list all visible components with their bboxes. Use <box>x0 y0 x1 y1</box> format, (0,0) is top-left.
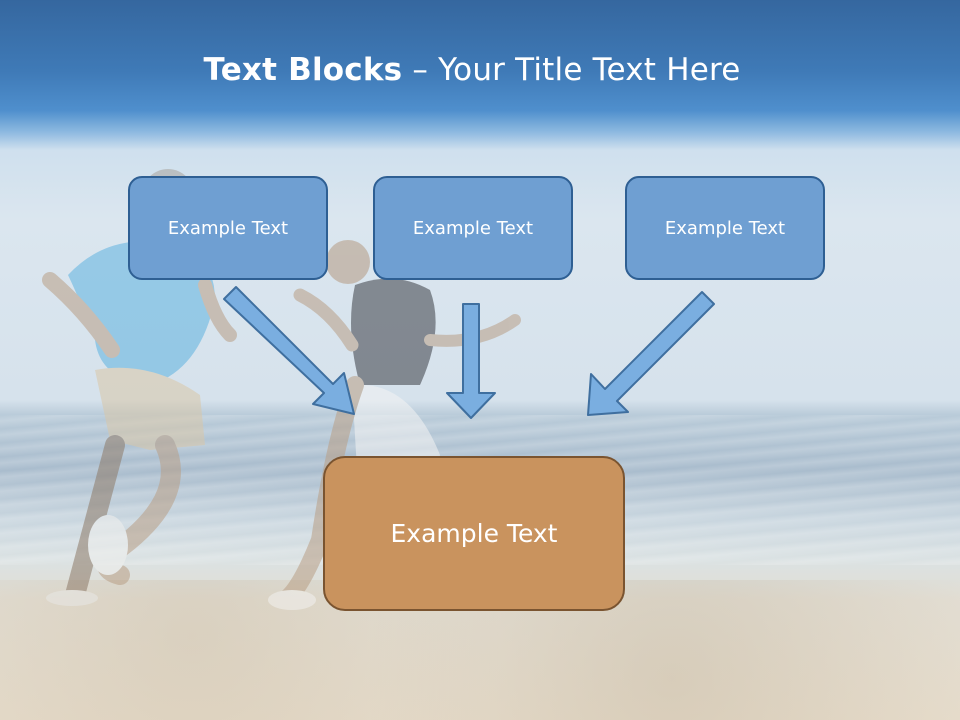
text-block-center: Example Text <box>373 176 573 280</box>
text-block-right: Example Text <box>625 176 825 280</box>
text-block-right-label: Example Text <box>664 217 786 239</box>
title-rest: Your Title Text Here <box>438 52 741 88</box>
slide-title: Text Blocks – Your Title Text Here <box>0 52 944 88</box>
target-block: Example Text <box>323 456 625 611</box>
target-block-label: Example Text <box>390 519 558 548</box>
text-block-left-label: Example Text <box>167 217 289 239</box>
text-block-left: Example Text <box>128 176 328 280</box>
arrow-right-down-left-icon <box>587 291 715 416</box>
title-bold: Text Blocks <box>203 52 403 88</box>
arrow-down-icon <box>446 303 496 419</box>
title-dash: – <box>402 52 439 88</box>
arrow-left-down-right-icon <box>223 286 355 415</box>
text-block-center-label: Example Text <box>412 217 534 239</box>
title-band <box>0 0 960 130</box>
